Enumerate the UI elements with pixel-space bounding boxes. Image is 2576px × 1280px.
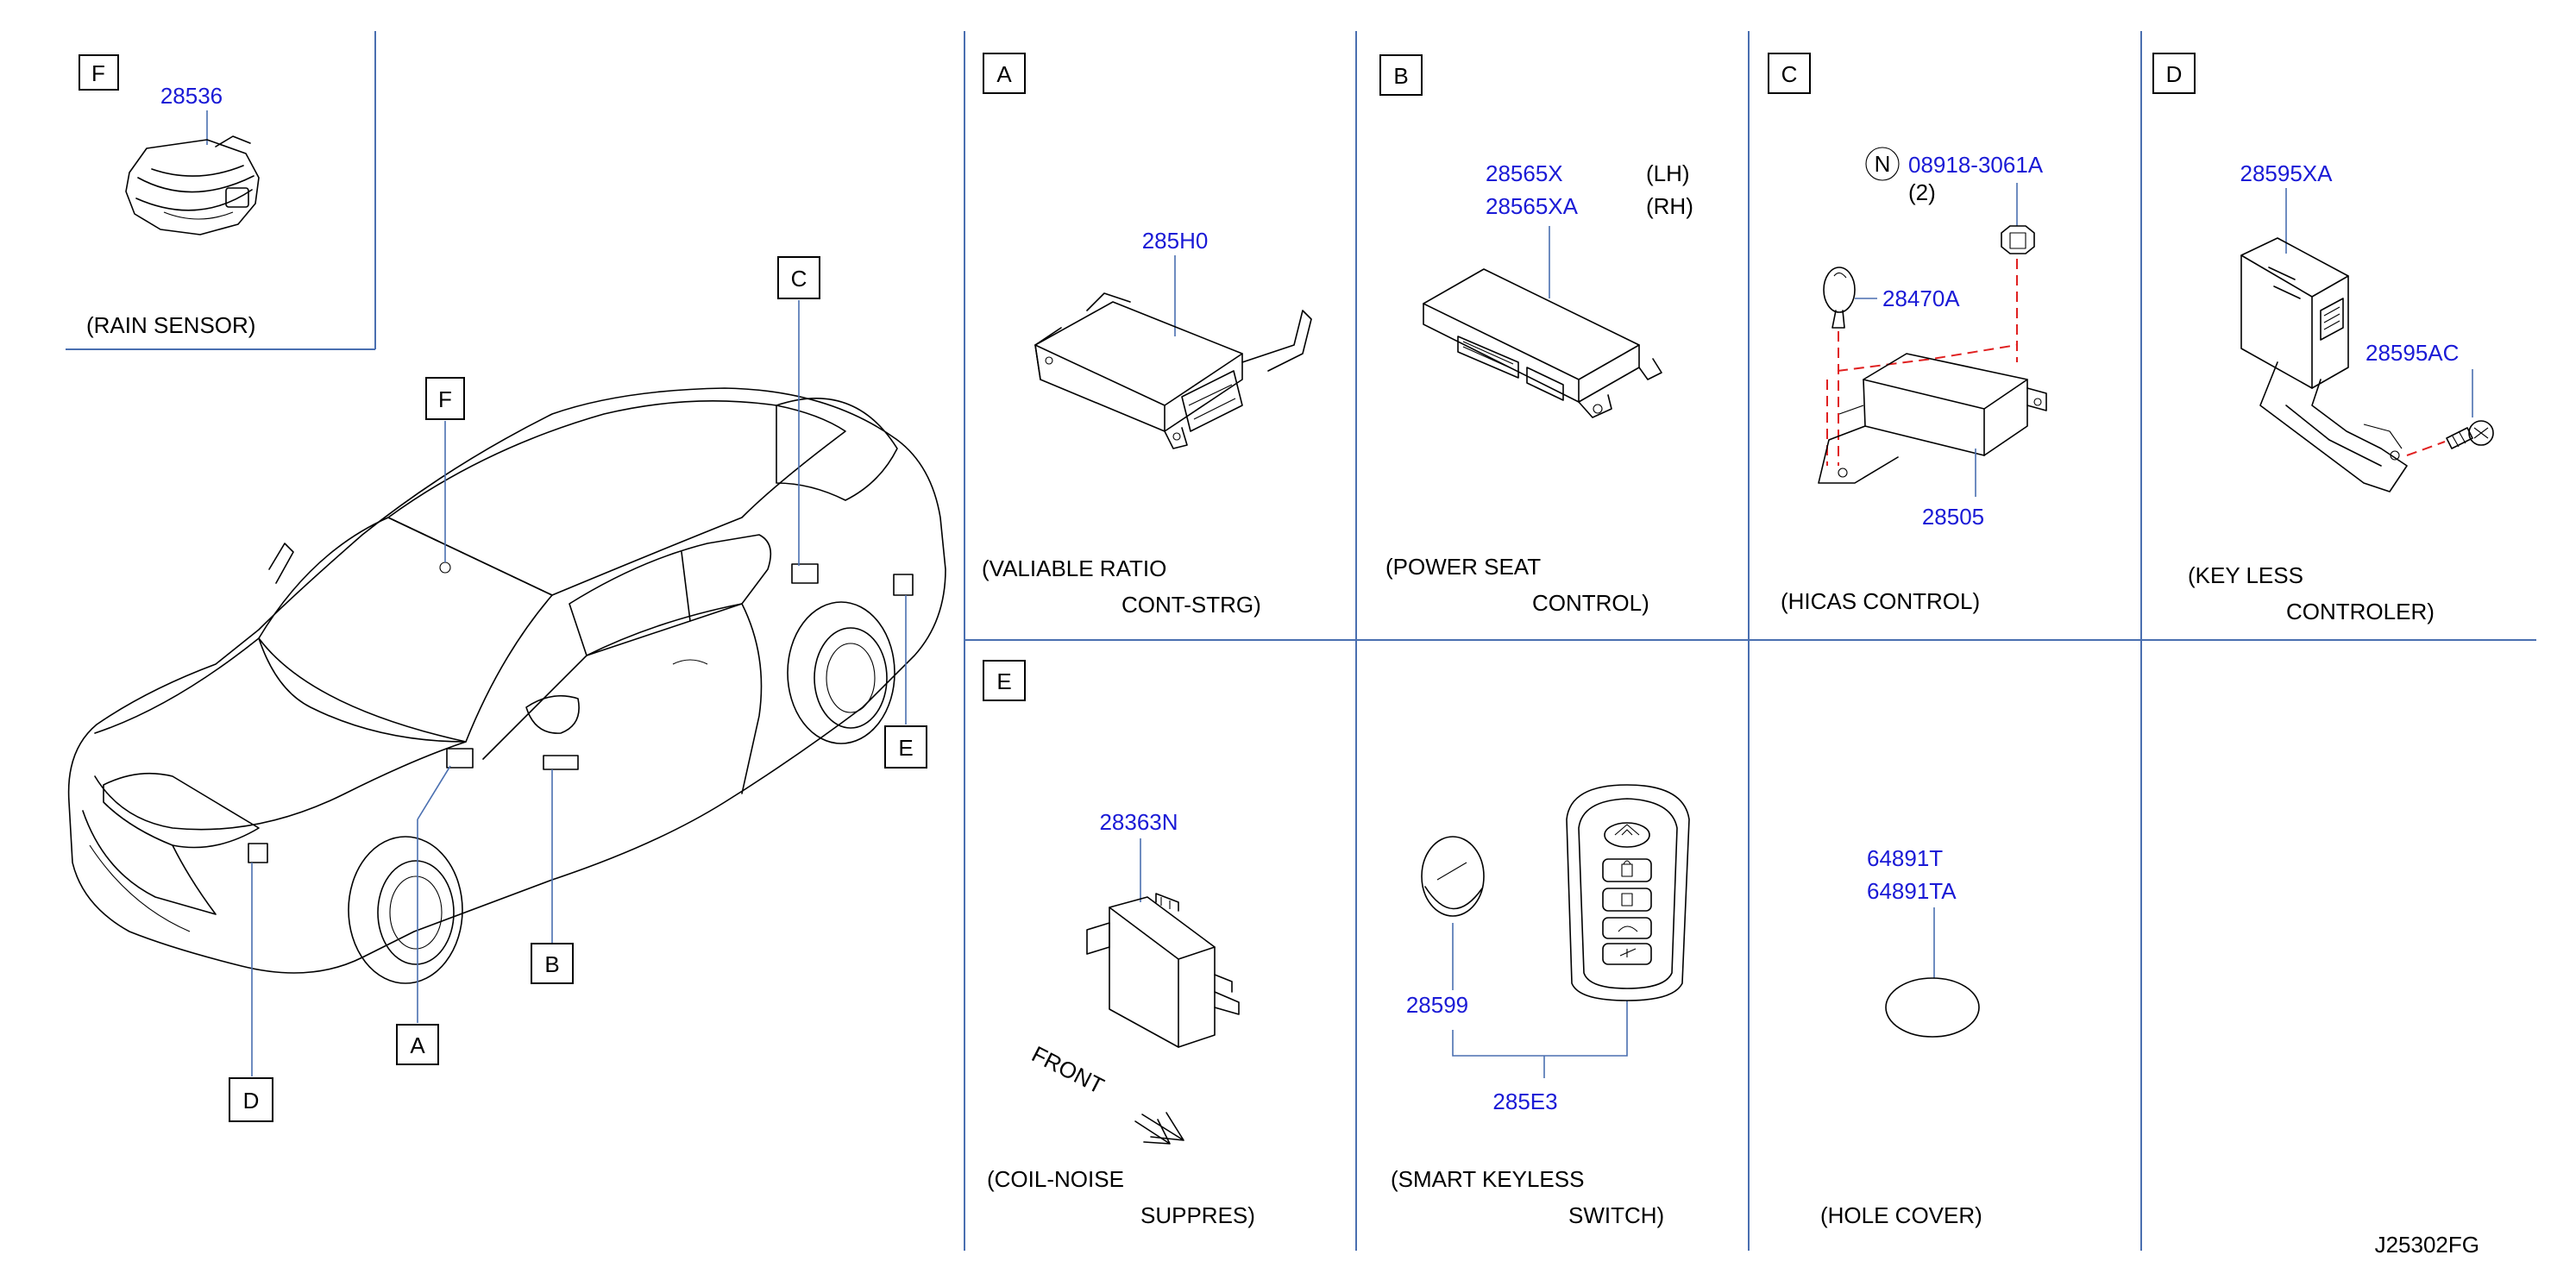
callout-box-f-detail [79, 54, 119, 91]
brand-emblem [1604, 822, 1650, 848]
caption-line-1: (POWER SEAT [1385, 554, 1541, 580]
caption-line-1: (COIL-NOISE [987, 1166, 1124, 1192]
panel-letter-box [1768, 53, 1811, 94]
panel-b: B 28565X (LH) 28565XA (RH) (POWER SEAT C… [1379, 54, 1693, 616]
panel-dividers [66, 31, 2536, 1251]
keyless-controller-icon [2240, 237, 2408, 493]
front-label: FRONT [1027, 1041, 1109, 1099]
callout-letter-f: F [438, 386, 452, 412]
unlock-button [1602, 888, 1652, 912]
callout-letter-b: B [544, 951, 559, 977]
front-arrow-icon [1134, 1112, 1184, 1145]
panel-a: A 285H0 (VALIABLE RATIO CONT-STRG) [982, 53, 1312, 618]
car-callouts: F C E B A D [229, 256, 927, 1122]
drawing-code: J25302FG [2375, 1232, 2479, 1258]
callout-letter: F [91, 60, 105, 86]
part-number: 64891T [1867, 845, 1943, 871]
panel-letter: B [1393, 63, 1408, 89]
rain-sensor-icon [125, 135, 260, 235]
trunk-button [1602, 917, 1652, 939]
hole-cover-icon [1885, 977, 1980, 1038]
note-symbol: N [1875, 151, 1891, 177]
component-f-mark [439, 562, 451, 574]
panel-letter: E [996, 668, 1011, 694]
callout-box-d [229, 1077, 273, 1122]
power-seat-control-unit-icon [1423, 268, 1662, 418]
caption: (RAIN SENSOR) [86, 312, 255, 338]
part-number: 285E3 [1492, 1089, 1557, 1114]
callout-box-b [531, 943, 574, 984]
callout-box-a [396, 1024, 439, 1065]
part-side: (RH) [1646, 193, 1693, 219]
component-c-mark [791, 563, 819, 584]
caption-line-1: (VALIABLE RATIO [982, 555, 1166, 581]
part-quantity: (2) [1908, 179, 1936, 205]
caption-line-2: SUPPRES) [1140, 1202, 1255, 1228]
caption-line-2: CONT-STRG) [1122, 592, 1261, 618]
caption-line-1: (KEY LESS [2188, 562, 2303, 588]
callout-box-f [425, 377, 465, 420]
part-side: (LH) [1646, 160, 1690, 186]
caption-line-2: CONTROLER) [2286, 599, 2435, 624]
part-number: 08918-3061A [1908, 152, 2044, 178]
caption-line-1: (SMART KEYLESS [1391, 1166, 1584, 1192]
part-number: 28470A [1882, 285, 1960, 311]
caption-line-1: (HOLE COVER) [1820, 1202, 1982, 1228]
hicas-control-unit-icon [1818, 353, 2047, 484]
panel-d: D 28595XA 28595AC (KEY LESS CONTROLER) [2152, 53, 2494, 624]
panel-letter-box [1379, 54, 1423, 96]
panel-c: C N 08918-3061A (2) 28470A [1768, 53, 2047, 614]
part-number: 28505 [1922, 504, 1984, 530]
part-number: 28565XA [1486, 193, 1579, 219]
smart-key-fob-icon [1566, 784, 1690, 1001]
callout-box-c [777, 256, 820, 299]
part-number: 28363N [1099, 809, 1178, 835]
battery-icon [1421, 836, 1485, 917]
part-number: 28565X [1486, 160, 1563, 186]
nut-icon [2001, 225, 2035, 254]
clip-icon [1823, 267, 1856, 329]
panel-smart-keyless: 28599 285E3 (SMART KEYLESS SWITCH) [1391, 784, 1690, 1228]
component-e-mark [893, 574, 914, 596]
part-number: 28595XA [2240, 160, 2334, 186]
caption-line-2: CONTROL) [1532, 590, 1649, 616]
part-number: 28536 [160, 83, 223, 109]
panel-e: E 28363N FRONT (COIL-NOISE SUPPRES) [983, 660, 1255, 1228]
part-number: 28599 [1406, 992, 1468, 1018]
panel-letter-box [983, 53, 1026, 94]
panel-letter: A [996, 61, 1012, 87]
caption-line-2: SWITCH) [1568, 1202, 1664, 1228]
callout-box-e [884, 725, 927, 769]
callout-letter-e: E [898, 735, 913, 761]
panel-letter: D [2166, 61, 2183, 87]
lock-button [1602, 858, 1652, 882]
callout-letter-c: C [791, 266, 807, 292]
caption-line-1: (HICAS CONTROL) [1781, 588, 1980, 614]
panic-button [1602, 943, 1652, 965]
panel-letter-box [2152, 53, 2196, 94]
panel-hole-cover: 64891T 64891TA (HOLE COVER) [1820, 845, 1982, 1228]
part-number: 28595AC [2366, 340, 2459, 366]
panel-letter: C [1781, 61, 1798, 87]
component-d-mark [248, 843, 268, 863]
note-n-circle [1865, 147, 1900, 181]
callout-letter-d: D [243, 1088, 260, 1114]
steering-control-unit-icon [1034, 292, 1312, 449]
component-a-mark [446, 748, 474, 769]
part-number: 64891TA [1867, 878, 1957, 904]
component-b-mark [543, 755, 579, 770]
part-number: 285H0 [1142, 228, 1209, 254]
panel-letter-box [983, 660, 1026, 701]
screw-icon [2446, 420, 2494, 449]
callout-letter-a: A [410, 1032, 425, 1058]
car-illustration [67, 387, 946, 984]
coil-noise-suppressor-icon [1086, 893, 1240, 1048]
rain-sensor-detail: F 28536 (RAIN SENSOR) [79, 54, 260, 338]
